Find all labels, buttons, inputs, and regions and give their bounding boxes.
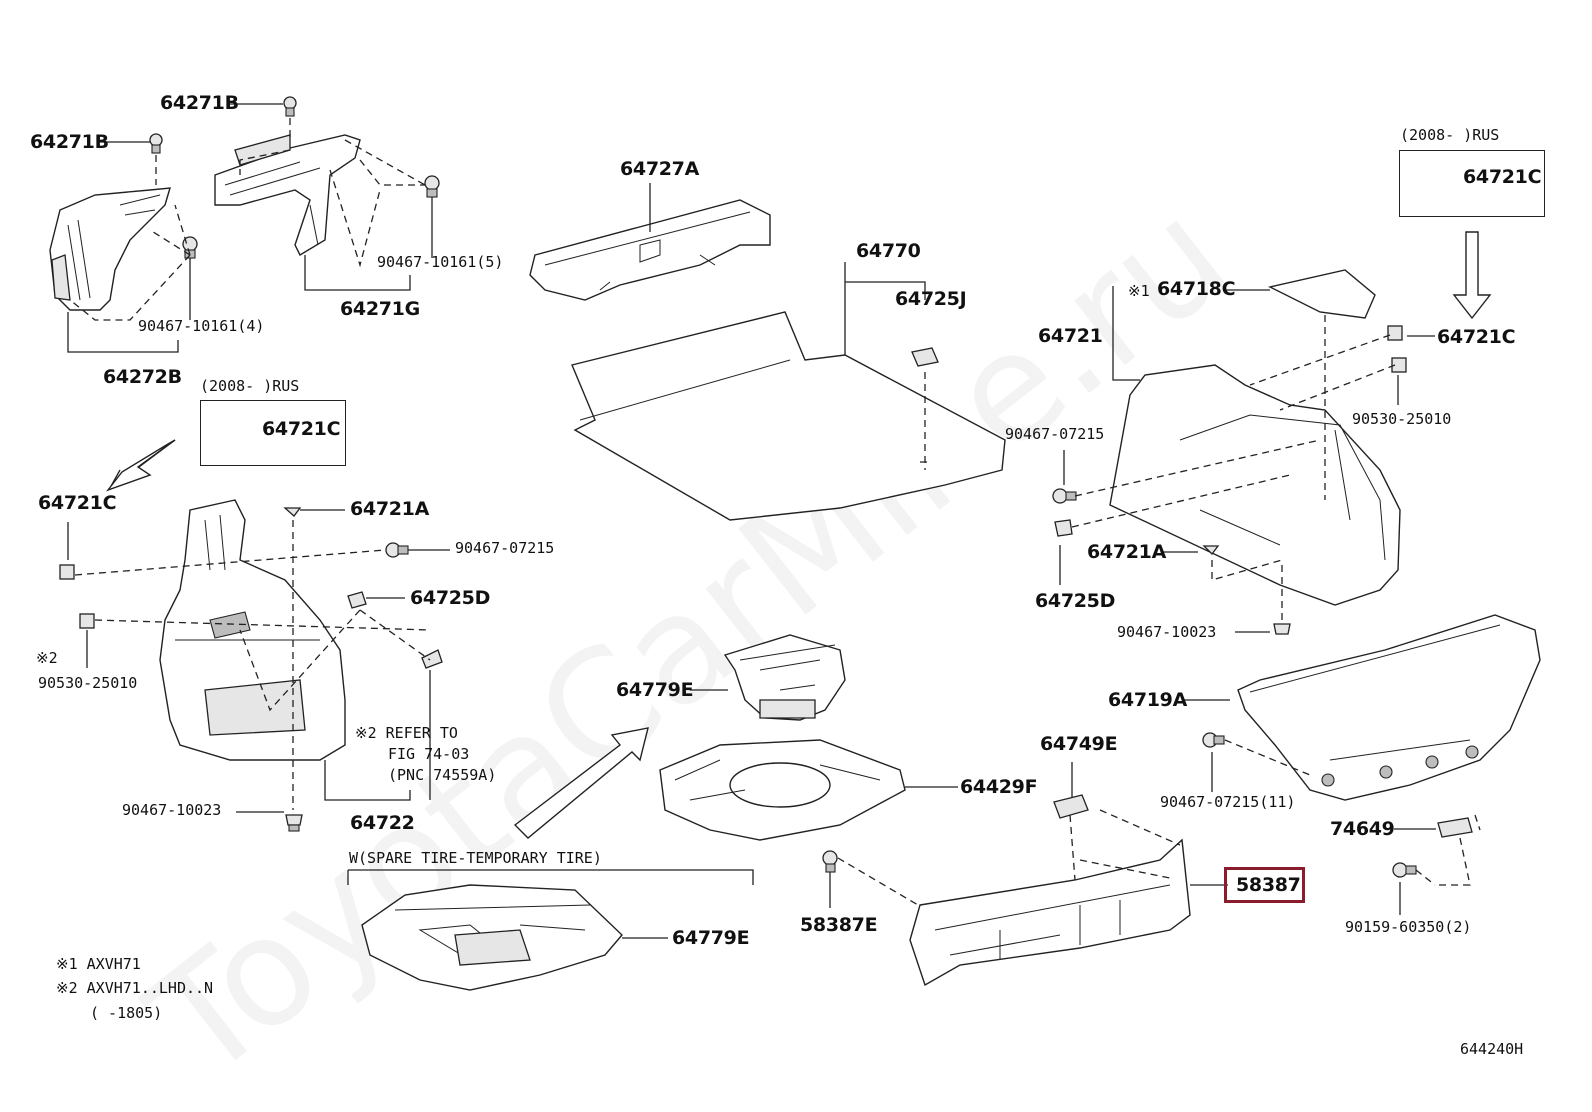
label-90467-07215-11[interactable]: 90467-07215(11)	[1160, 793, 1296, 811]
clip-90467-07215-left	[385, 542, 409, 558]
clip-64721C-left	[59, 564, 75, 580]
note-refer-1: ※2 REFER TO	[355, 724, 458, 742]
label-90530-25010-right[interactable]: 90530-25010	[1352, 410, 1452, 428]
clip-64721C-right	[1387, 325, 1403, 341]
label-90467-10023-right[interactable]: 90467-10023	[1117, 623, 1217, 641]
part-64779E-top-holder	[723, 634, 846, 721]
clip-90467-07215-11	[1202, 732, 1225, 748]
part-64272B-trim	[49, 187, 171, 311]
clip-90530-25010-left	[79, 613, 95, 629]
figure-code: 644240H	[1460, 1040, 1524, 1058]
label-64727A[interactable]: 64727A	[620, 158, 700, 180]
clip-90159-60350	[1392, 862, 1417, 878]
label-64725D-left[interactable]: 64725D	[410, 587, 491, 609]
clip-64721A-left	[283, 507, 302, 517]
clip-64271B-top	[283, 96, 297, 117]
clip-90467-07215-right	[1052, 488, 1077, 504]
label-58387[interactable]: 58387	[1236, 874, 1301, 896]
rus-box-left-frame	[200, 400, 346, 466]
part-64718C-cover	[1267, 269, 1376, 319]
part-64770-mat	[571, 311, 1006, 521]
label-90467-10161-4[interactable]: 90467-10161(4)	[138, 317, 265, 335]
label-64271B-top[interactable]: 64271B	[160, 92, 239, 114]
clip-64725D-left	[347, 591, 367, 609]
label-90467-10023-left[interactable]: 90467-10023	[122, 801, 222, 819]
part-64722-trim	[159, 499, 346, 761]
label-58387E[interactable]: 58387E	[800, 914, 878, 936]
note-rus-right: (2008- )RUS	[1400, 126, 1500, 144]
label-90159-60350-2[interactable]: 90159-60350(2)	[1345, 918, 1472, 936]
clip-64721A-right	[1202, 545, 1220, 555]
label-64718C[interactable]: 64718C	[1157, 278, 1236, 300]
label-64719A[interactable]: 64719A	[1108, 689, 1188, 711]
clip-90530-25010-right	[1391, 357, 1407, 373]
label-90467-07215-left[interactable]: 90467-07215	[455, 539, 555, 557]
clip-90467-10023-right	[1273, 623, 1291, 635]
label-64770[interactable]: 64770	[856, 240, 921, 262]
clip-90467-10161-5	[424, 175, 440, 198]
label-64779E-bottom[interactable]: 64779E	[672, 927, 750, 949]
clip-64725D-right	[1054, 519, 1073, 537]
part-64727A-cover	[529, 199, 771, 301]
label-64721A-left[interactable]: 64721A	[350, 498, 430, 520]
label-64271G[interactable]: 64271G	[340, 298, 420, 320]
clip-90467-10023-left	[285, 814, 303, 832]
label-64749E[interactable]: 64749E	[1040, 733, 1118, 755]
arrow-center	[513, 727, 649, 839]
label-64721C-left-box[interactable]: 64721C	[262, 418, 341, 440]
part-64429F-tray	[659, 739, 906, 841]
label-64271B-left[interactable]: 64271B	[30, 131, 109, 153]
note-refer-3: (PNC 74559A)	[388, 766, 497, 784]
note-rus-left: (2008- )RUS	[200, 377, 300, 395]
label-64721C-left[interactable]: 64721C	[38, 492, 117, 514]
rus-box-right-frame	[1399, 150, 1545, 217]
clip-58387E	[822, 850, 838, 873]
note-mark-x1: ※1	[1128, 282, 1150, 300]
highlight-58387[interactable]	[1224, 867, 1305, 903]
label-90467-10161-5[interactable]: 90467-10161(5)	[377, 253, 504, 271]
part-58387-scuff-plate	[909, 838, 1191, 987]
clip-64749E	[1053, 794, 1089, 819]
label-64429F[interactable]: 64429F	[960, 776, 1038, 798]
label-64721[interactable]: 64721	[1038, 325, 1103, 347]
legend-line-3: ( -1805)	[90, 1004, 163, 1022]
part-74649-hook	[1437, 817, 1473, 838]
label-64272B[interactable]: 64272B	[103, 366, 182, 388]
legend-line-1: ※1 AXVH71	[56, 955, 141, 973]
note-refer-2: FIG 74-03	[388, 745, 470, 763]
clip-64725J	[911, 347, 939, 367]
label-90467-07215-right[interactable]: 90467-07215	[1005, 425, 1105, 443]
part-64721-trim	[1109, 364, 1401, 606]
label-64725D-right[interactable]: 64725D	[1035, 590, 1116, 612]
label-64779E-top[interactable]: 64779E	[616, 679, 694, 701]
label-64722[interactable]: 64722	[350, 812, 415, 834]
label-64721C-right-box[interactable]: 64721C	[1463, 166, 1542, 188]
note-mark-x2-left: ※2	[36, 649, 58, 667]
part-64719A-board	[1237, 614, 1541, 801]
label-64725J[interactable]: 64725J	[895, 288, 967, 310]
clip-64271B-left	[149, 133, 163, 154]
label-64721A-right[interactable]: 64721A	[1087, 541, 1167, 563]
arrow-right	[1452, 231, 1492, 320]
part-64779E-bottom-tray	[361, 884, 623, 991]
label-74649[interactable]: 74649	[1330, 818, 1395, 840]
part-74559A-ref	[421, 649, 443, 669]
label-90530-25010-left[interactable]: 90530-25010	[38, 674, 138, 692]
note-spare-tire: W(SPARE TIRE-TEMPORARY TIRE)	[349, 849, 602, 867]
legend-line-2: ※2 AXVH71..LHD..N	[56, 979, 214, 997]
label-64721C-right[interactable]: 64721C	[1437, 326, 1516, 348]
